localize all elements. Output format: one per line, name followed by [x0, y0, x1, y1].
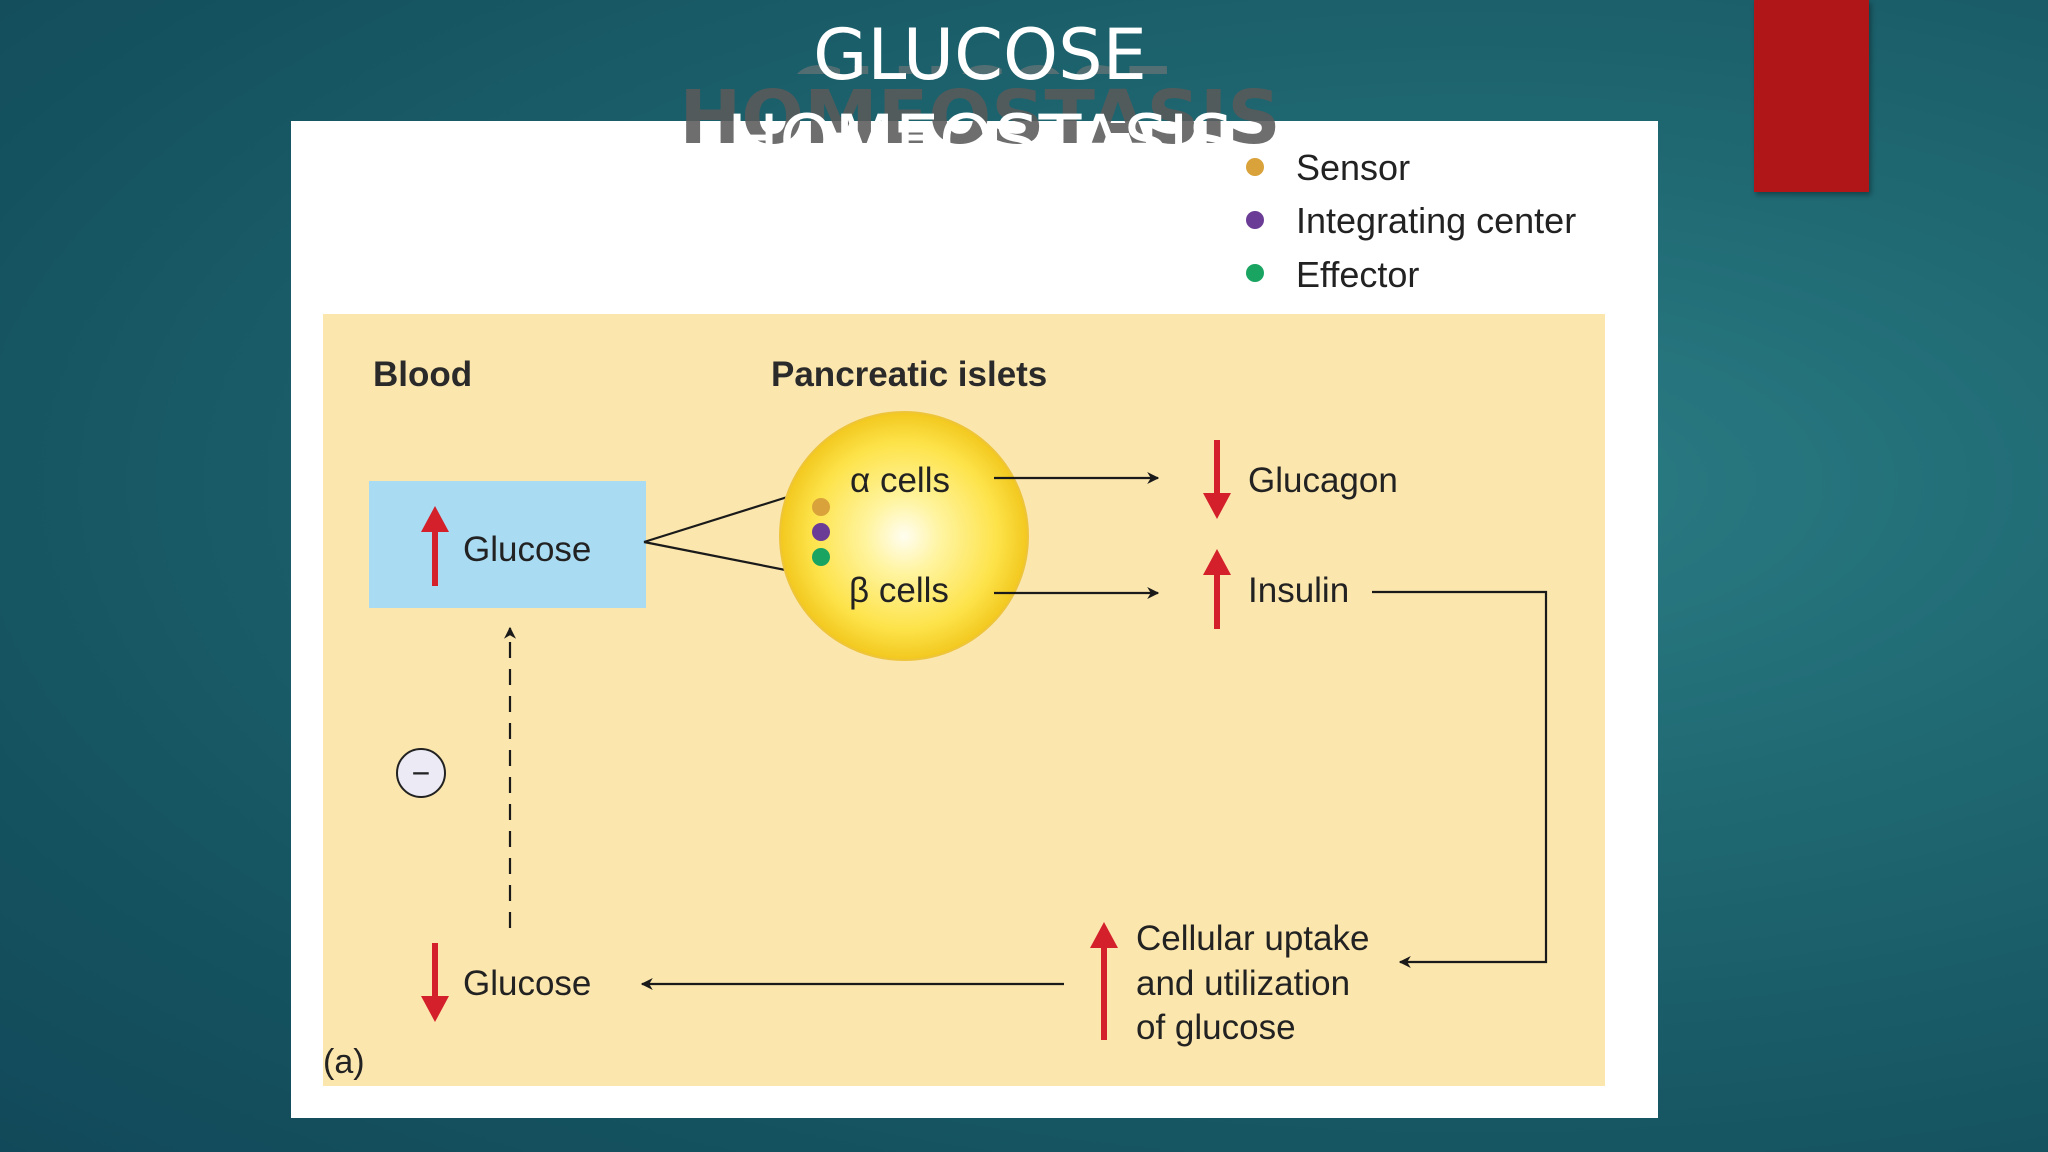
legend-integrating-center-label: Integrating center: [1296, 200, 1576, 241]
legend-sensor-dot: [1246, 158, 1264, 176]
arrow-insulin-to-uptake: [1372, 590, 1548, 968]
accent-bar: [1754, 0, 1869, 192]
pancreatic-islet: [779, 411, 1029, 661]
glucose-high-label: Glucose: [463, 530, 591, 569]
legend-integrating-center-dot: [1246, 211, 1264, 229]
legend-effector-label: Effector: [1296, 254, 1419, 295]
uptake-label-line3: of glucose: [1136, 1008, 1296, 1047]
panel-label: (a): [323, 1043, 365, 1081]
up-arrow-icon: [421, 506, 449, 586]
slide-title: GLUCOSE HOMEOSTASIS: [726, 14, 1234, 182]
effector-dot: [812, 548, 830, 566]
uptake-label-line2: and utilization: [1136, 964, 1350, 1003]
minus-sign: −: [412, 755, 431, 791]
alpha-cells-label: α cells: [850, 461, 950, 500]
legend-effector-dot: [1246, 264, 1264, 282]
insulin-label: Insulin: [1248, 571, 1349, 610]
sensor-dot: [812, 498, 830, 516]
islets-heading: Pancreatic islets: [771, 355, 1047, 394]
beta-cells-label: β cells: [849, 571, 949, 610]
up-arrow-icon: [1203, 549, 1231, 629]
blood-heading: Blood: [373, 355, 472, 394]
legend-sensor-label: Sensor: [1296, 147, 1410, 188]
negative-feedback-symbol: −: [396, 748, 446, 798]
down-arrow-icon: [1203, 440, 1231, 519]
integrating-center-dot: [812, 523, 830, 541]
glucagon-label: Glucagon: [1248, 461, 1398, 500]
down-arrow-icon: [421, 943, 449, 1022]
uptake-label-line1: Cellular uptake: [1136, 919, 1369, 958]
glucose-high-box: [369, 481, 646, 608]
glucose-low-label: Glucose: [463, 964, 591, 1003]
legend: Sensor Integrating center Effector: [1246, 147, 1576, 295]
up-arrow-icon: [1090, 922, 1118, 1040]
